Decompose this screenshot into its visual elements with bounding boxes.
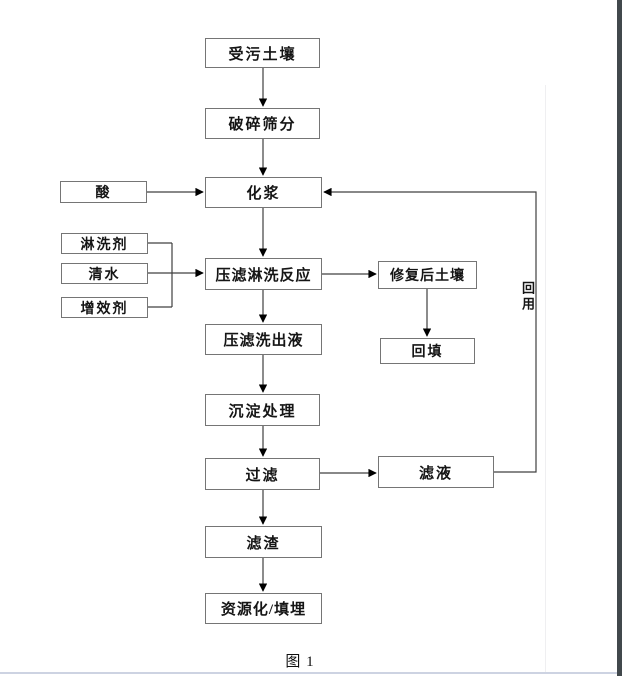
node-crush-screen: 破碎筛分 — [205, 108, 320, 139]
node-contaminated-soil: 受污土壤 — [205, 38, 320, 68]
page-bottom-rule — [0, 672, 617, 674]
node-filtrate: 滤液 — [378, 456, 494, 488]
node-resource-landfill: 资源化/填埋 — [205, 593, 322, 624]
node-backfill: 回填 — [380, 338, 475, 364]
window-edge-strip — [617, 0, 622, 676]
node-acid: 酸 — [60, 181, 147, 203]
node-washout-liquid: 压滤洗出液 — [205, 324, 322, 355]
node-filter-residue: 滤渣 — [205, 526, 322, 558]
node-slurrying: 化浆 — [205, 177, 322, 208]
node-press-wash-reaction: 压滤淋洗反应 — [205, 258, 322, 290]
page-column-guide-line — [545, 85, 546, 672]
reuse-edge-label: 回用 — [520, 281, 535, 313]
node-filtration: 过滤 — [205, 458, 320, 490]
node-clean-water: 清水 — [61, 263, 148, 284]
node-enhancer: 增效剂 — [61, 297, 148, 318]
node-sediment-treatment: 沉淀处理 — [205, 394, 320, 426]
node-washing-agent: 淋洗剂 — [61, 233, 148, 254]
node-remediated-soil: 修复后土壤 — [378, 261, 477, 289]
figure-caption: 图 1 — [285, 654, 315, 670]
